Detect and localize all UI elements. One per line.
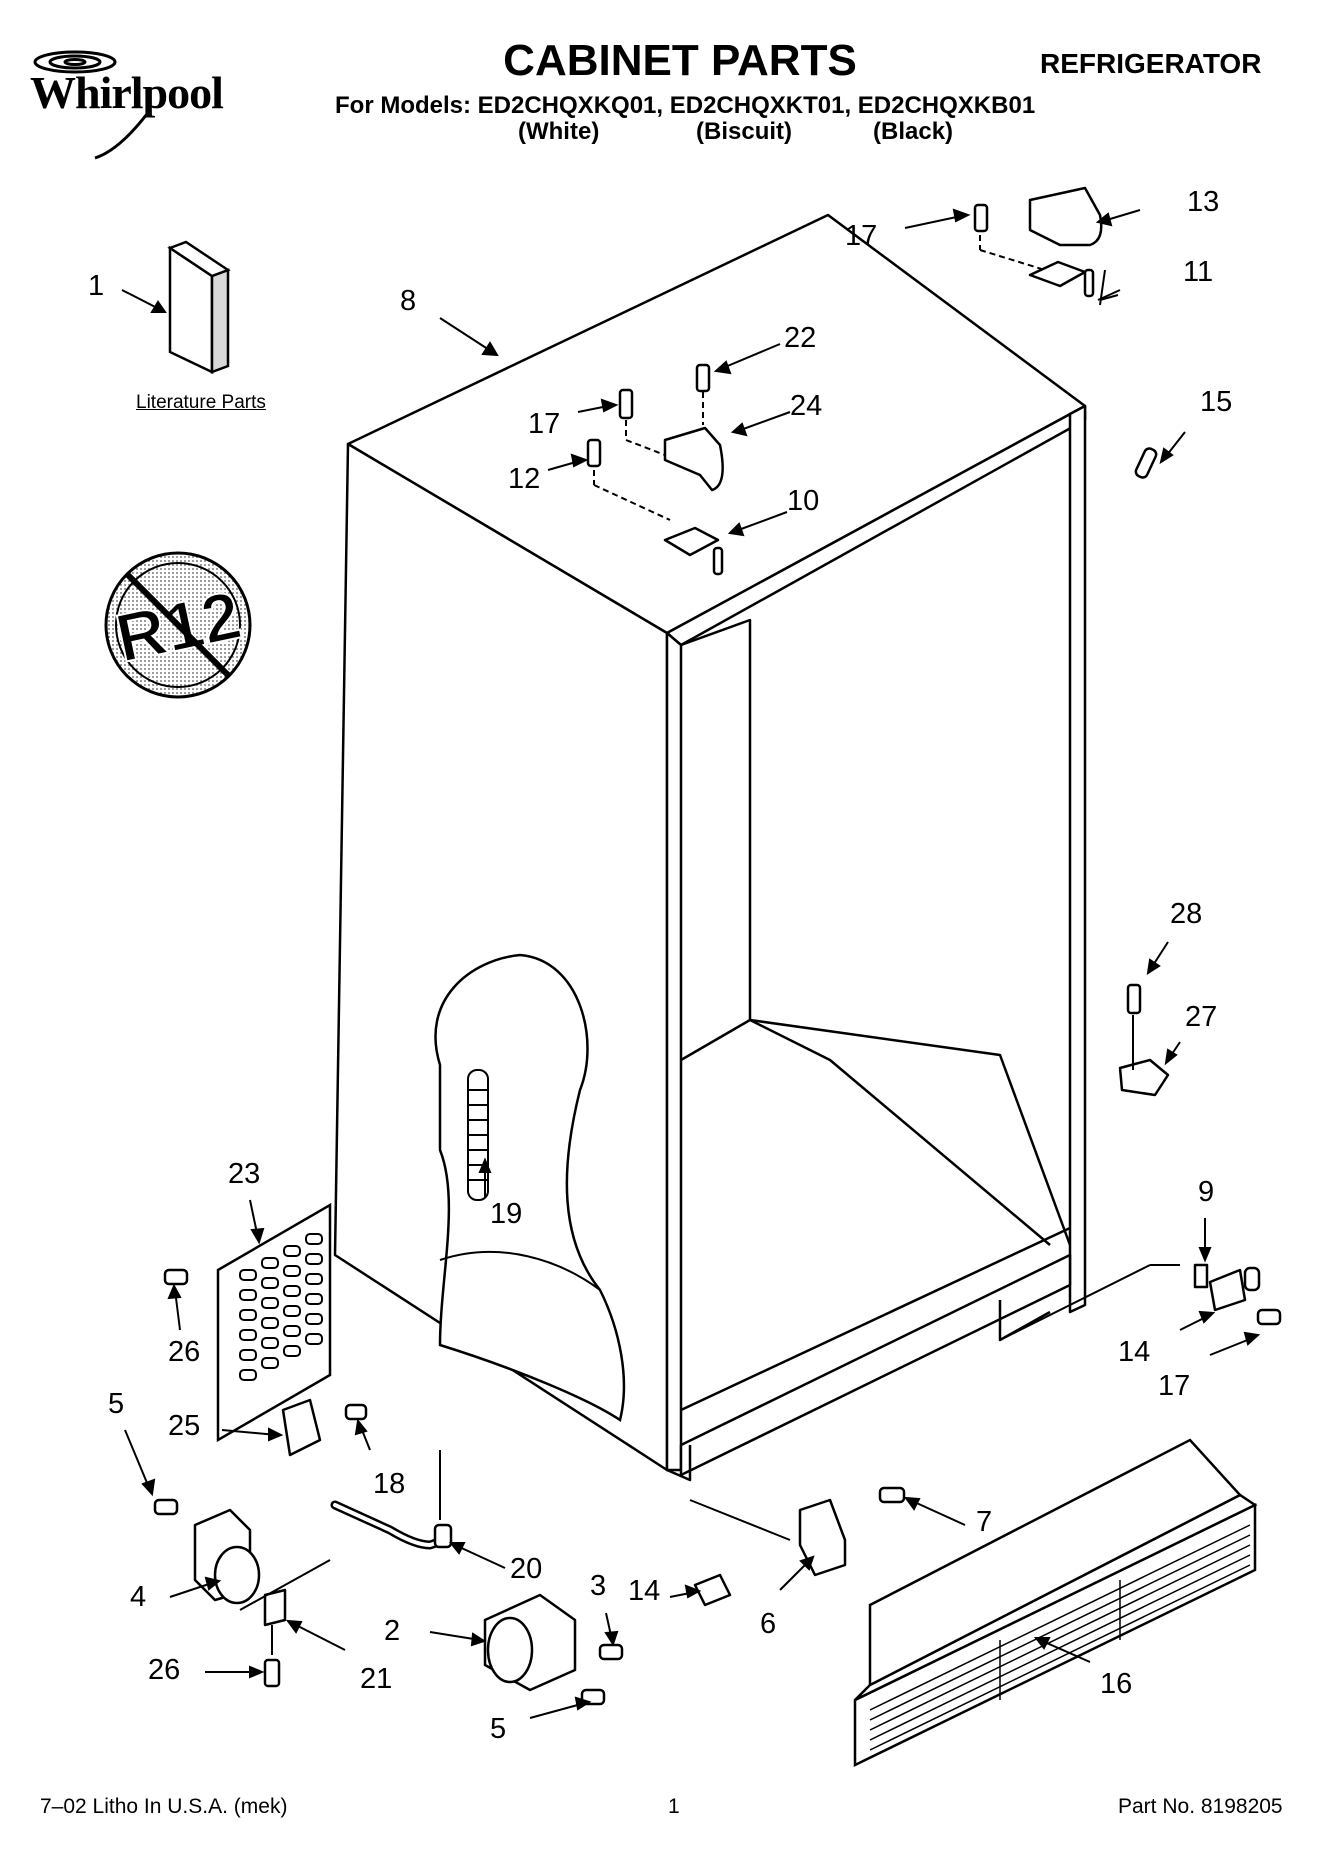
callout-2: 2 (384, 1615, 401, 1647)
callout-1: 1 (88, 270, 105, 302)
callout-24: 24 (790, 390, 823, 422)
literature-parts-label: Literature Parts (136, 392, 266, 413)
toe-grille-icon (853, 1438, 1258, 1767)
page-title: CABINET PARTS (503, 36, 857, 85)
callout-3: 3 (590, 1570, 607, 1602)
callout-22: 22 (784, 322, 817, 354)
callout-7: 7 (976, 1506, 993, 1538)
callout-15: 15 (1200, 386, 1233, 418)
models-line: For Models: ED2CHQXKQ01, ED2CHQXKT01, ED… (335, 92, 1036, 119)
callout-25: 25 (168, 1410, 201, 1442)
leader-lines (121, 208, 1261, 1719)
callout-20: 20 (510, 1553, 543, 1585)
callout-13: 13 (1187, 186, 1220, 218)
variant-white: (White) (518, 118, 600, 145)
whirlpool-swirl-icon (33, 50, 152, 160)
callout-5-bottom: 5 (490, 1713, 507, 1745)
callout-28: 28 (1170, 898, 1203, 930)
callout-18: 18 (373, 1468, 406, 1500)
callout-12: 12 (508, 463, 541, 495)
callout-5-left: 5 (108, 1388, 125, 1420)
callout-6: 6 (760, 1608, 777, 1640)
callout-19: 19 (490, 1198, 523, 1230)
callout-26-left: 26 (168, 1336, 201, 1368)
rear-vent-panel-icon (216, 1202, 332, 1443)
no-r12-icon: R12 (104, 551, 252, 699)
callout-14-right: 14 (1118, 1336, 1151, 1368)
hinge-parts (153, 186, 1282, 1706)
callout-21: 21 (360, 1663, 393, 1695)
callout-16: 16 (1100, 1668, 1133, 1700)
callout-9: 9 (1198, 1176, 1215, 1208)
callout-14-bottom: 14 (628, 1575, 661, 1607)
callout-10: 10 (787, 485, 820, 517)
page-number: 1 (668, 1795, 680, 1818)
appliance-category: REFRIGERATOR (1040, 48, 1262, 79)
whirlpool-logo: Whirlpool (30, 67, 224, 118)
footer-print-info: 7–02 Litho In U.S.A. (mek) (40, 1795, 288, 1818)
callout-8: 8 (400, 285, 417, 317)
variant-biscuit: (Biscuit) (696, 118, 792, 145)
callout-11: 11 (1183, 256, 1214, 288)
cabinet-shell (333, 213, 1087, 1482)
callout-17-top-left: 17 (528, 408, 561, 440)
callout-23: 23 (228, 1158, 261, 1190)
literature-booklet-icon (167, 240, 231, 374)
callout-4: 4 (130, 1581, 147, 1613)
callout-17-bottom-right: 17 (1158, 1370, 1191, 1402)
part-number: Part No. 8198205 (1118, 1795, 1283, 1818)
variant-black: (Black) (873, 118, 954, 145)
callout-27: 27 (1185, 1001, 1218, 1033)
callout-17-top-right: 17 (845, 220, 878, 252)
callout-26-bottom: 26 (148, 1654, 181, 1686)
